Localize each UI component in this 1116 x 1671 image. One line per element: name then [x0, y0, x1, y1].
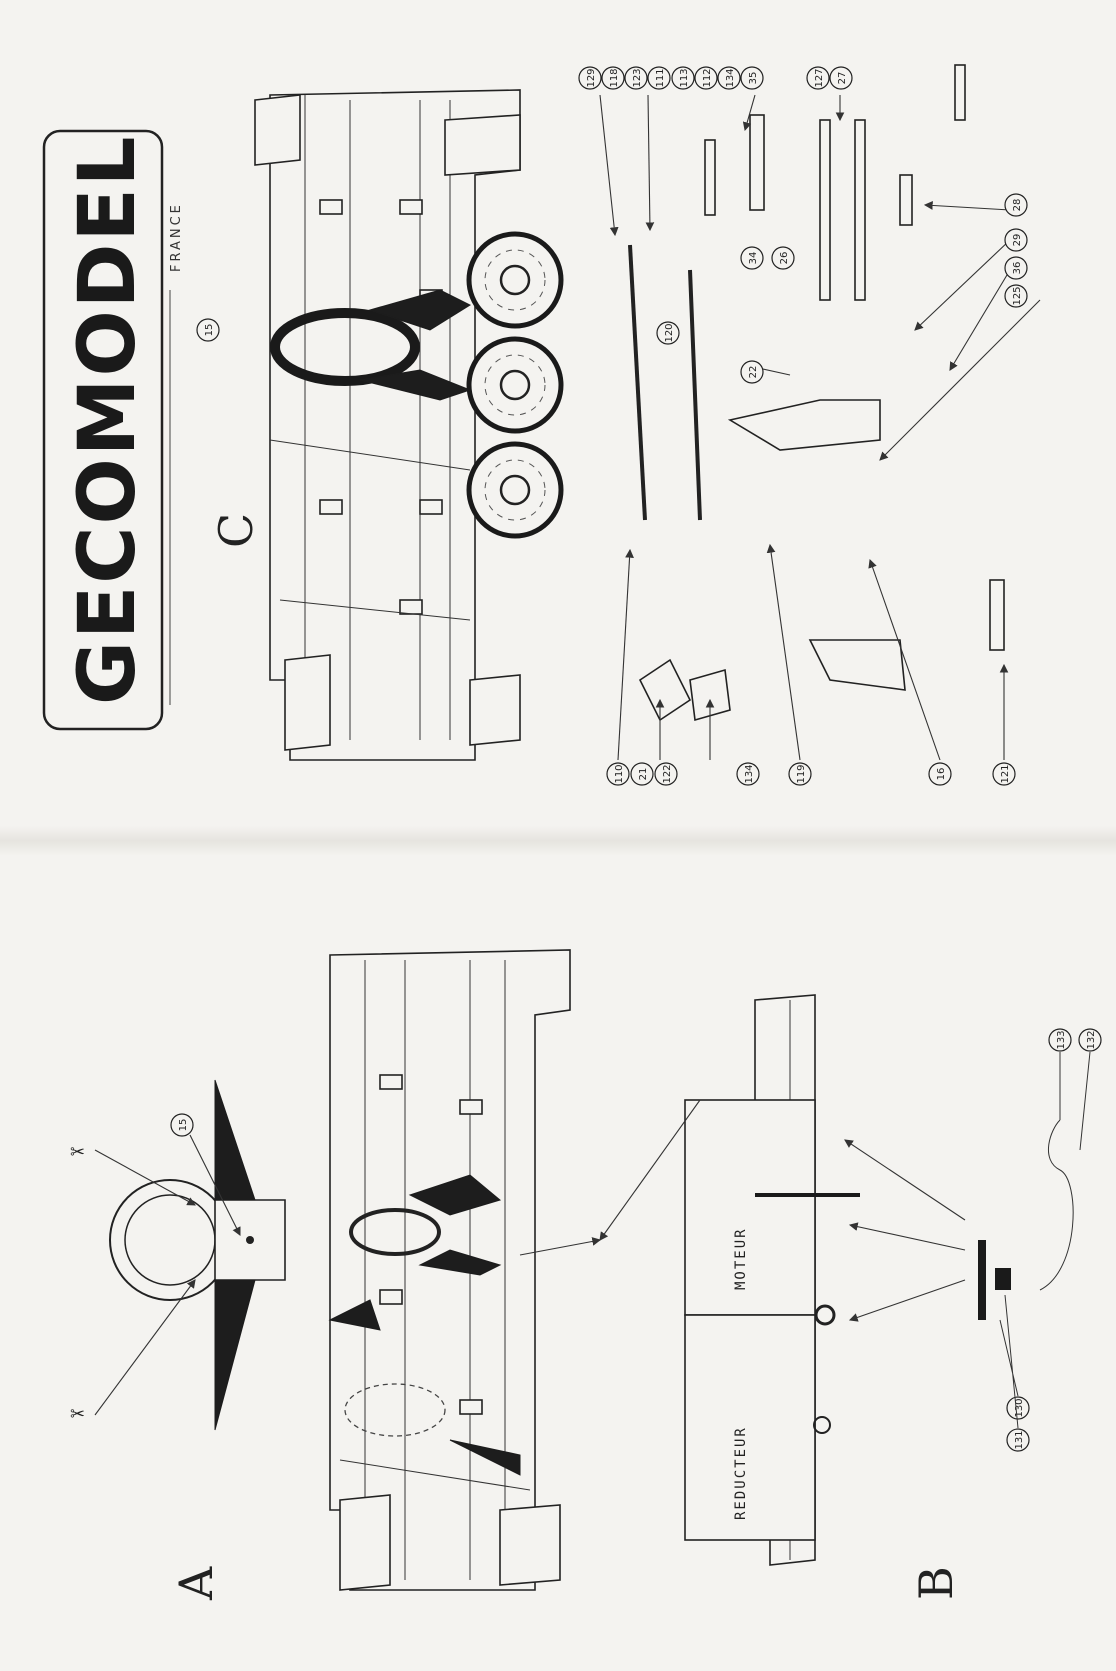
callout-121: 121: [1000, 764, 1011, 783]
brand-name: GECOMODEL: [63, 134, 153, 705]
section-c-letter: C: [209, 513, 263, 548]
callout-130: 130: [1014, 1398, 1025, 1417]
rods-c: [628, 64, 1005, 722]
reducer-label: REDUCTEUR: [733, 1426, 749, 1520]
ring-detail-a: ✂ ✂: [70, 1079, 286, 1431]
callout-127: 127: [814, 68, 825, 87]
callout-125: 125: [1012, 286, 1023, 305]
callout-119: 119: [796, 764, 807, 783]
callout-34: 34: [748, 252, 759, 265]
callout-129: 129: [586, 68, 597, 87]
callout-134: 134: [725, 68, 736, 87]
callout-21: 21: [638, 768, 649, 781]
callout-134-b: 134: [744, 764, 755, 783]
callout-15-a-wrap: 15: [170, 1113, 194, 1137]
callouts-c-mid: 15 120 34 26 22 28 29 36 125: [196, 193, 1028, 384]
callout-131: 131: [1014, 1430, 1025, 1449]
callout-22: 22: [748, 366, 759, 379]
callout-35: 35: [748, 72, 759, 85]
callout-26: 26: [779, 252, 790, 265]
callout-15-c: 15: [204, 324, 215, 337]
callout-113: 113: [679, 68, 690, 87]
chassis-a: [328, 949, 602, 1591]
page-fold: [0, 826, 1116, 856]
callout-118: 118: [609, 68, 620, 87]
section-b-letter: B: [909, 1566, 963, 1600]
callout-16: 16: [936, 768, 947, 781]
callout-36: 36: [1012, 262, 1023, 275]
motor-assembly-b: MOTEUR REDUCTEUR: [599, 994, 1074, 1566]
callout-120: 120: [664, 323, 675, 342]
brand-country: FRANCE: [169, 202, 184, 272]
callouts-c-top: 129 118 123 111 113 112 134 35 127 27: [578, 66, 853, 90]
wheels-c: [466, 231, 564, 539]
callout-28: 28: [1012, 199, 1023, 212]
callout-15-a: 15: [178, 1119, 189, 1132]
callouts-b: 130 131 133 132: [999, 1028, 1102, 1452]
callout-29: 29: [1012, 234, 1023, 247]
callout-132: 132: [1086, 1030, 1097, 1049]
arrows-c: [599, 94, 1041, 761]
scissors-icon: ✂: [70, 1142, 85, 1163]
callout-133: 133: [1056, 1030, 1067, 1049]
motor-label: MOTEUR: [733, 1227, 749, 1290]
brand-logo: GECOMODEL FRANCE: [42, 129, 184, 731]
callout-111: 111: [655, 68, 666, 87]
callout-112: 112: [702, 68, 713, 87]
ring-part-15-c: [270, 289, 472, 401]
chassis-c: [254, 89, 521, 761]
section-a-letter: A: [169, 1566, 223, 1601]
callout-27: 27: [837, 72, 848, 85]
callouts-c-bottom: 110 21 122 134 119 16 121: [606, 762, 1016, 786]
callout-122: 122: [662, 764, 673, 783]
scissors-icon: ✂: [70, 1404, 85, 1425]
callout-110: 110: [614, 764, 625, 783]
callout-123: 123: [632, 68, 643, 87]
